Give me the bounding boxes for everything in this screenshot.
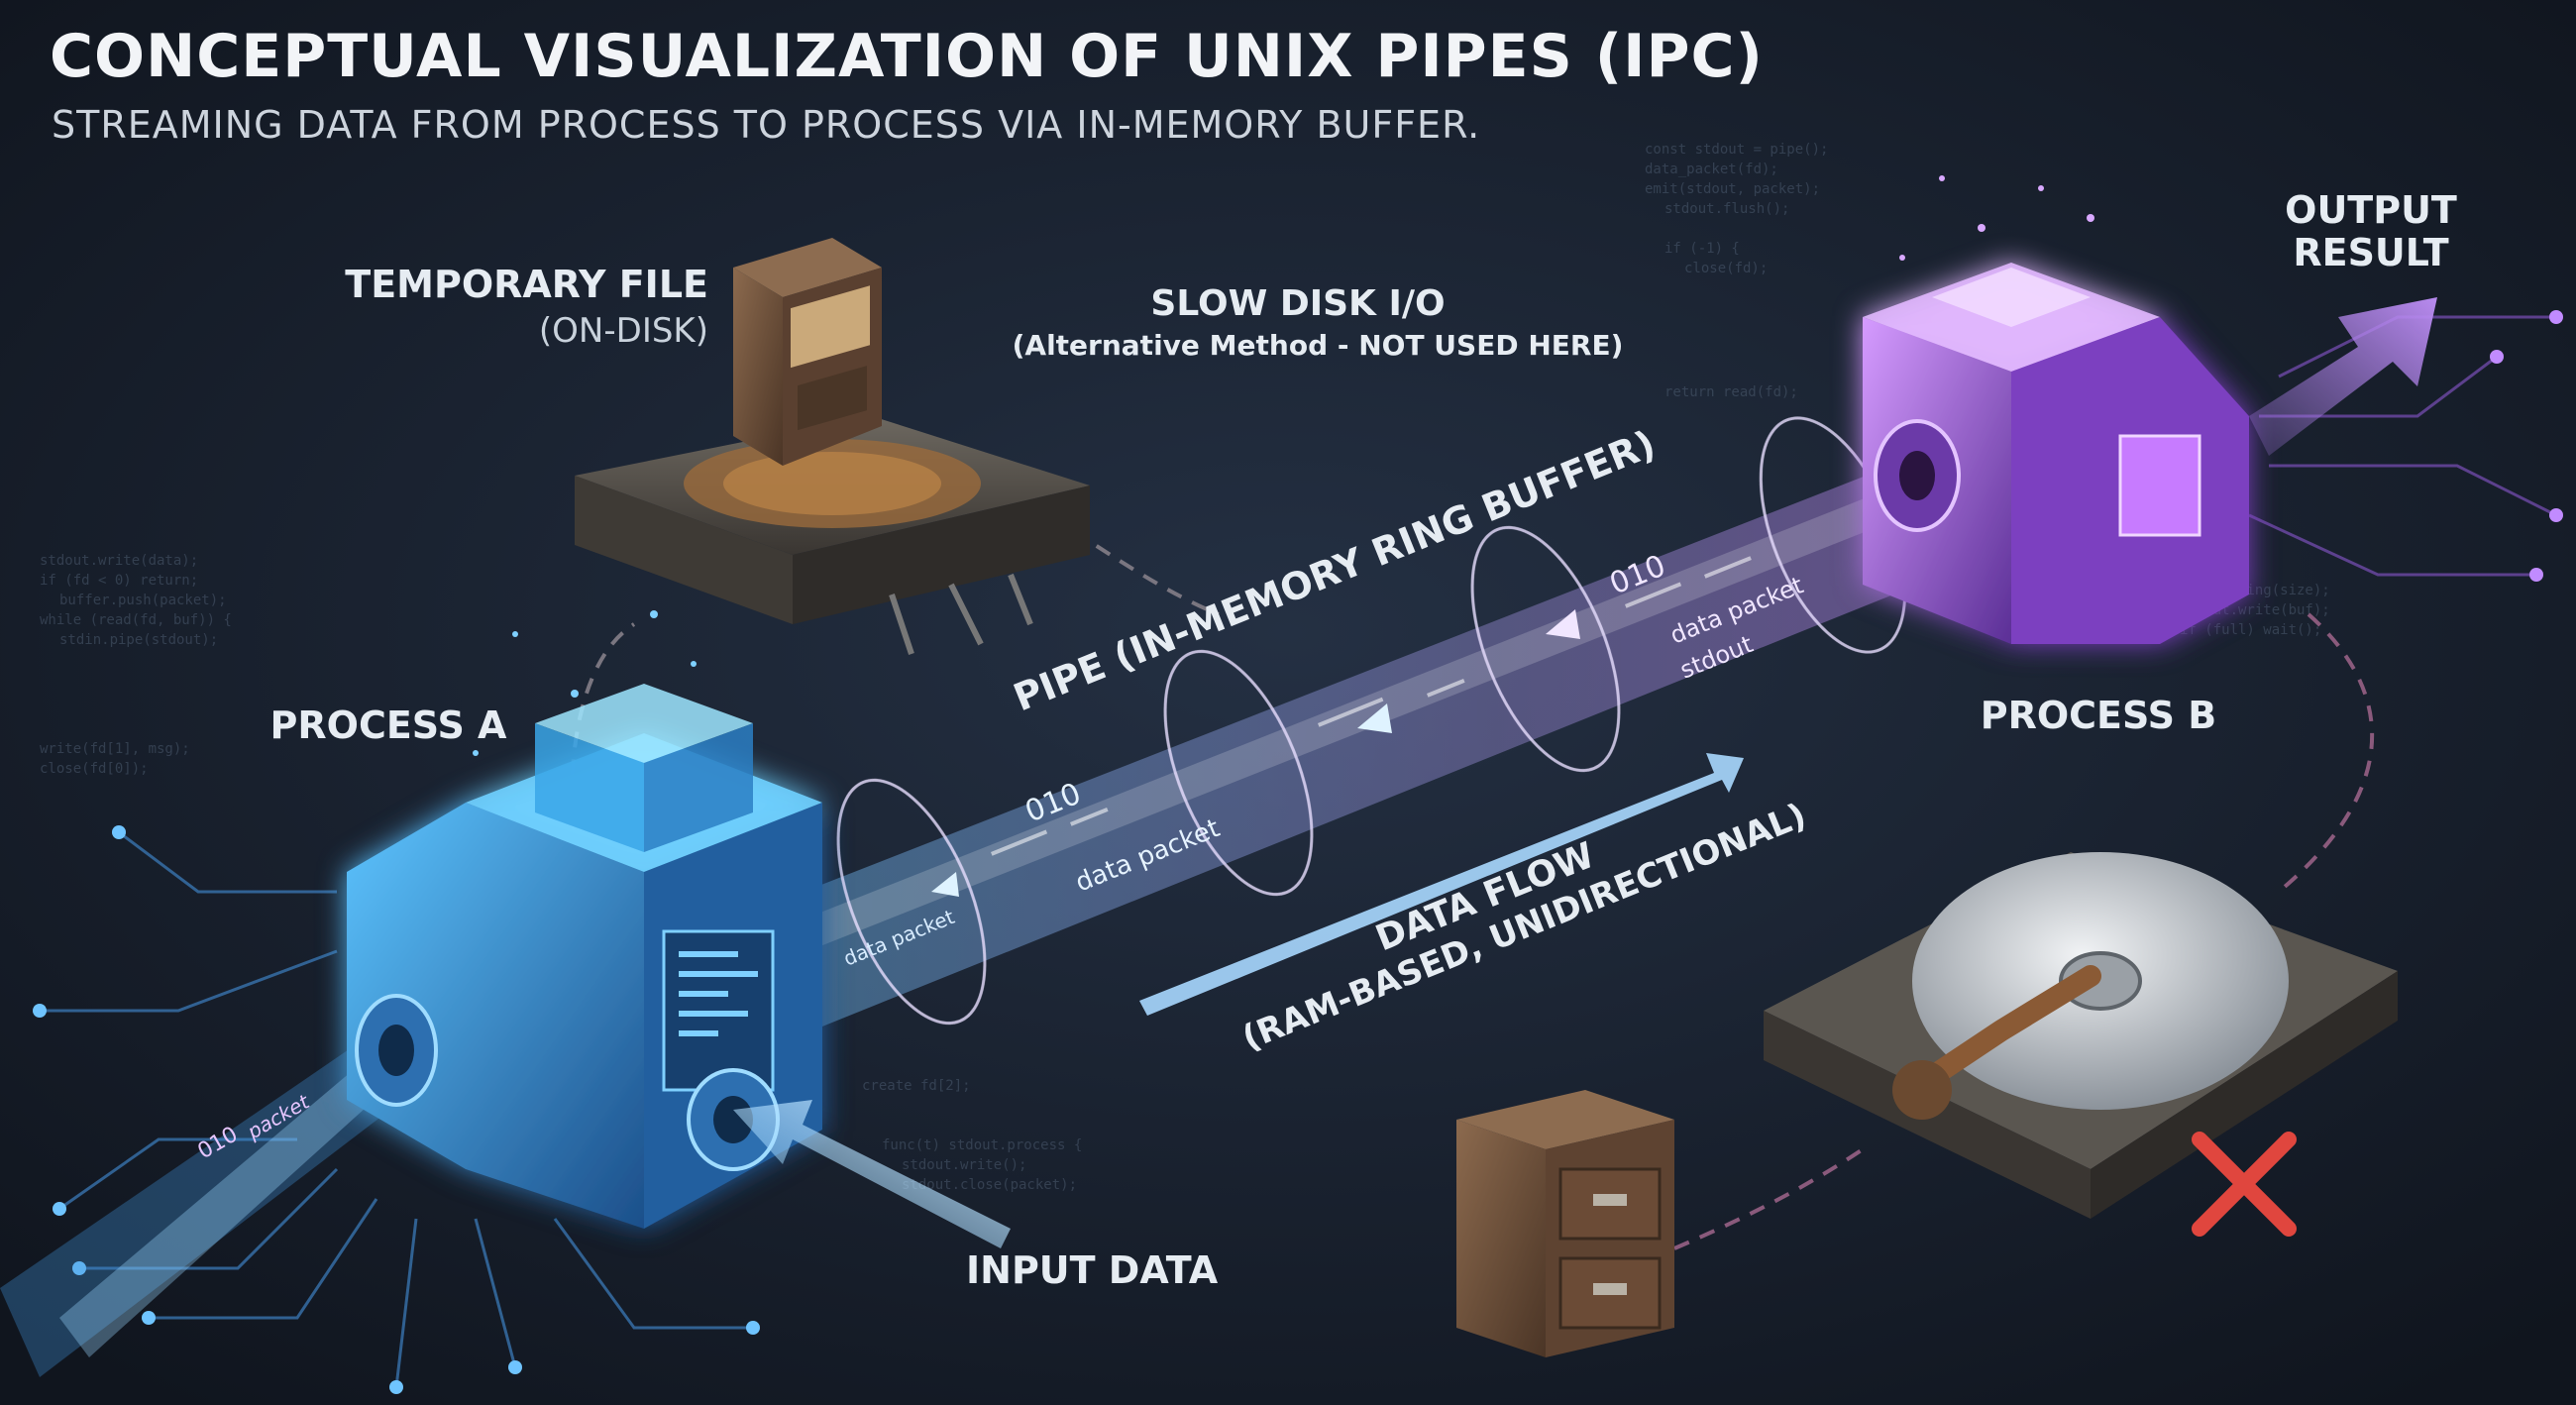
page-subtitle: STREAMING DATA FROM PROCESS TO PROCESS V…	[52, 103, 1481, 147]
input-arrow	[733, 1100, 1011, 1248]
svg-text:while (read(fd, buf)) {: while (read(fd, buf)) {	[40, 612, 232, 628]
temp-file-cabinet-icon	[733, 238, 882, 466]
slow-disk-sublabel: (Alternative Method - NOT USED HERE)	[1013, 329, 1624, 362]
svg-text:if (fd < 0) return;: if (fd < 0) return;	[40, 573, 198, 589]
output-label-line2: RESULT	[2293, 231, 2448, 274]
svg-text:close(fd);: close(fd);	[1684, 261, 1768, 276]
output-arrow	[2249, 297, 2437, 456]
input-data-label: INPUT DATA	[966, 1248, 1219, 1292]
svg-text:const stdout = pipe();: const stdout = pipe();	[1645, 142, 1828, 158]
svg-text:emit(stdout, packet);: emit(stdout, packet);	[1645, 181, 1820, 197]
svg-text:write(fd[1], msg);: write(fd[1], msg);	[40, 741, 190, 757]
process-b-details	[1874, 268, 2201, 537]
hard-disk-icon	[1764, 852, 2398, 1219]
svg-text:stdin.pipe(stdout);: stdin.pipe(stdout);	[59, 632, 218, 648]
svg-text:close(fd[0]);: close(fd[0]);	[40, 761, 149, 777]
process-a-details	[355, 684, 780, 1171]
output-label-line1: OUTPUT	[2285, 188, 2457, 232]
svg-text:if (-1) {: if (-1) {	[1664, 241, 1740, 257]
dashed-line-process-b-to-disk	[2277, 612, 2375, 894]
svg-text:stdout.flush();: stdout.flush();	[1664, 201, 1789, 217]
svg-text:func(t) stdout.process {: func(t) stdout.process {	[882, 1137, 1082, 1153]
filing-cabinet-icon	[1456, 1090, 1674, 1357]
svg-text:stdout.write(data);: stdout.write(data);	[40, 553, 198, 569]
background-code-left: stdout.write(data); if (fd < 0) return; …	[40, 553, 232, 777]
not-used-x-icon	[2192, 1132, 2297, 1237]
pipe-arrow-3	[931, 872, 959, 897]
circuit-nodes-left	[33, 825, 760, 1394]
dashed-line-temp-file-to-pipe	[1048, 513, 1220, 616]
slow-disk-label: SLOW DISK I/O	[1150, 283, 1445, 324]
svg-text:if (full) wait();: if (full) wait();	[2180, 622, 2321, 638]
circuit-traces-left	[40, 830, 753, 1388]
svg-text:data_packet(fd);: data_packet(fd);	[1645, 162, 1778, 177]
svg-text:return read(fd);: return read(fd);	[1664, 384, 1798, 400]
input-stream-beam: 010 packet	[0, 1030, 416, 1377]
temp-file-sublabel: (ON-DISK)	[539, 311, 708, 351]
pipe-arrow-1	[1357, 703, 1392, 733]
page-title: CONCEPTUAL VISUALIZATION OF UNIX PIPES (…	[50, 22, 1764, 91]
process-a-label: PROCESS A	[270, 703, 508, 747]
particles	[473, 175, 2094, 756]
background-code-right: const stdout = pipe(); data_packet(fd); …	[862, 142, 2330, 1193]
process-b-label: PROCESS B	[1981, 694, 2216, 737]
temp-file-base	[575, 416, 1090, 655]
pipe-arrow-2	[1546, 609, 1580, 639]
svg-text:create fd[2];: create fd[2];	[862, 1078, 971, 1094]
svg-text:buffer.push(packet);: buffer.push(packet);	[59, 593, 227, 608]
svg-text:stdout.write();: stdout.write();	[902, 1157, 1026, 1173]
temp-file-label: TEMPORARY FILE	[345, 263, 708, 306]
svg-text:stdout.close(packet);: stdout.close(packet);	[902, 1177, 1077, 1193]
pipe-tube	[753, 416, 1991, 1030]
data-flow-arrow	[1139, 753, 1744, 1016]
circuit-nodes-right	[2490, 310, 2563, 582]
